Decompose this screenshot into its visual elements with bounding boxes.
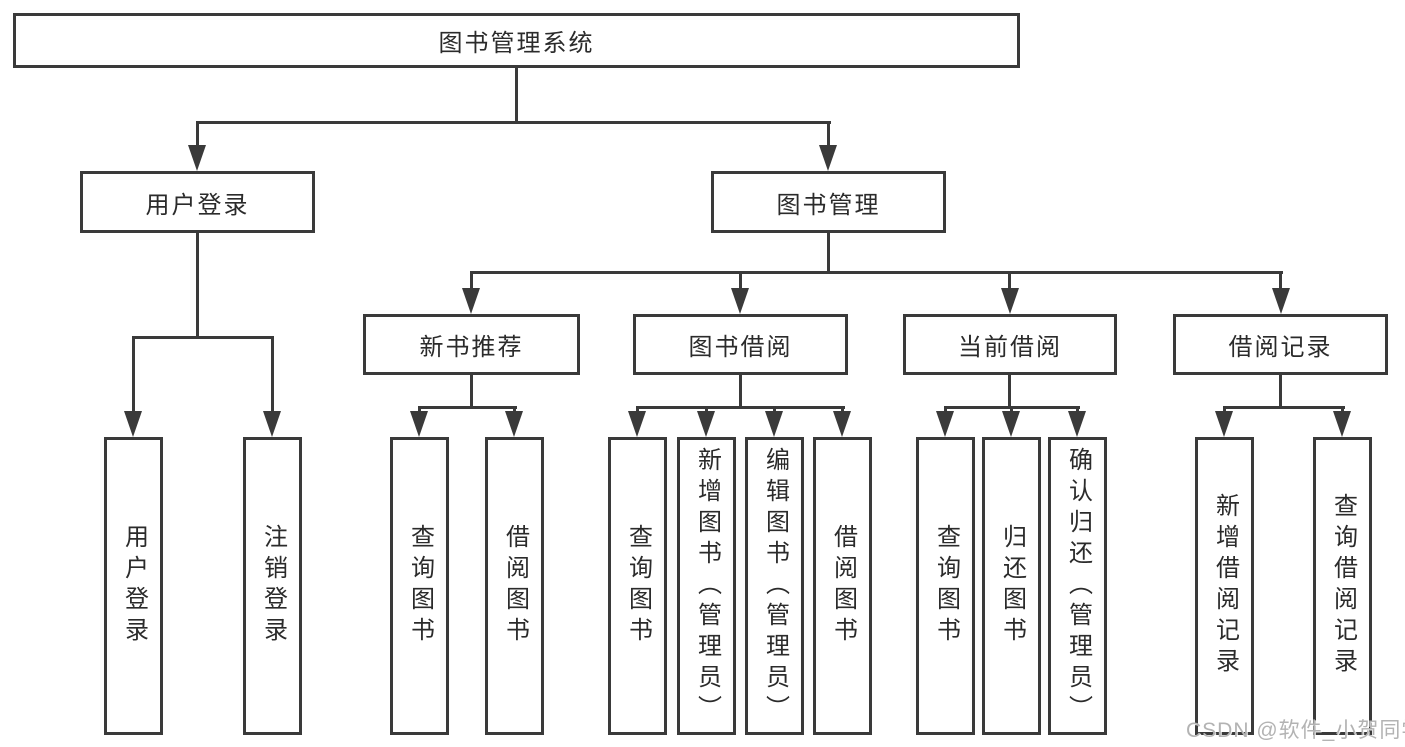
arrow-down-icon [1272, 288, 1290, 314]
leaf-records-add-label: 新增借阅记录 [1211, 493, 1239, 679]
node-book-borrow-label: 图书借阅 [688, 334, 793, 361]
connector-line [1341, 406, 1344, 414]
connector-line [827, 121, 830, 148]
leaf-records-add: 新增借阅记录 [1195, 437, 1254, 735]
leaf-newbooks-borrow: 借阅图书 [485, 437, 544, 735]
node-library-system: 图书管理系统 [13, 13, 1020, 68]
connector-line [1279, 375, 1282, 409]
node-new-book-recommend-label: 新书推荐 [419, 334, 524, 361]
connector-line [470, 271, 473, 291]
connector-line [196, 121, 199, 148]
arrow-down-icon [410, 411, 428, 437]
arrow-down-icon [731, 288, 749, 314]
connector-line [513, 406, 516, 414]
arrow-down-icon [1068, 411, 1086, 437]
arrow-down-icon [188, 145, 206, 171]
connector-line [739, 375, 742, 409]
leaf-newbooks-query: 查询图书 [390, 437, 449, 735]
connector-line [1223, 406, 1345, 409]
connector-line [1223, 406, 1226, 414]
leaf-current-confirm-admin-label: 确认归还（管理员） [1064, 446, 1092, 726]
leaf-borrow-query-label: 查询图书 [624, 524, 652, 648]
arrow-down-icon [505, 411, 523, 437]
node-user-login-label: 用户登录 [145, 191, 250, 219]
connector-line [636, 406, 845, 409]
leaf-borrow-edit-admin-label: 编辑图书（管理员） [761, 446, 789, 726]
connector-line [271, 336, 274, 414]
leaf-newbooks-query-label: 查询图书 [406, 524, 434, 648]
leaf-user-login-label: 用户登录 [120, 524, 148, 648]
arrow-down-icon [936, 411, 954, 437]
node-borrow-records-label: 借阅记录 [1228, 334, 1333, 361]
connector-line [470, 375, 473, 409]
leaf-logout: 注销登录 [243, 437, 302, 735]
node-book-management: 图书管理 [711, 171, 946, 233]
leaf-borrow-add-admin: 新增图书（管理员） [677, 437, 736, 735]
leaf-newbooks-borrow-label: 借阅图书 [501, 524, 529, 648]
node-current-borrow: 当前借阅 [903, 314, 1117, 375]
leaf-current-query-label: 查询图书 [932, 524, 960, 648]
csdn-watermark: CSDN @软件_小贺同学 [1186, 719, 1405, 742]
leaf-borrow-book: 借阅图书 [813, 437, 872, 735]
connector-line [1279, 271, 1282, 291]
connector-line [739, 271, 742, 291]
leaf-current-query: 查询图书 [916, 437, 975, 735]
arrow-down-icon [628, 411, 646, 437]
leaf-borrow-book-label: 借阅图书 [829, 524, 857, 648]
leaf-borrow-add-admin-label: 新增图书（管理员） [693, 446, 721, 726]
arrow-down-icon [765, 411, 783, 437]
leaf-records-query-label: 查询借阅记录 [1329, 493, 1357, 679]
leaf-current-confirm-admin: 确认归还（管理员） [1048, 437, 1107, 735]
node-user-login: 用户登录 [80, 171, 315, 233]
arrow-down-icon [124, 411, 142, 437]
arrow-down-icon [833, 411, 851, 437]
node-new-book-recommend: 新书推荐 [363, 314, 580, 375]
node-borrow-records: 借阅记录 [1173, 314, 1388, 375]
arrow-down-icon [1215, 411, 1233, 437]
leaf-borrow-query: 查询图书 [608, 437, 667, 735]
connector-line [418, 406, 421, 414]
leaf-logout-label: 注销登录 [259, 524, 287, 648]
node-current-borrow-label: 当前借阅 [958, 334, 1062, 361]
leaf-borrow-edit-admin: 编辑图书（管理员） [745, 437, 804, 735]
connector-line [132, 336, 274, 339]
connector-line [841, 406, 844, 414]
connector-line [132, 336, 135, 414]
connector-line [196, 121, 831, 124]
connector-line [1008, 271, 1011, 291]
connector-line [515, 68, 518, 124]
connector-line [705, 406, 708, 414]
connector-line [470, 271, 1283, 274]
connector-line [418, 406, 517, 409]
connector-line [773, 406, 776, 414]
connector-line [1010, 406, 1013, 414]
connector-line [944, 406, 947, 414]
arrow-down-icon [263, 411, 281, 437]
node-library-system-label: 图书管理系统 [438, 30, 595, 57]
leaf-user-login: 用户登录 [104, 437, 163, 735]
connector-line [827, 233, 830, 274]
leaf-records-query: 查询借阅记录 [1313, 437, 1372, 735]
node-book-borrow: 图书借阅 [633, 314, 848, 375]
arrow-down-icon [819, 145, 837, 171]
connector-line [196, 233, 199, 339]
node-book-management-label: 图书管理 [776, 191, 881, 219]
arrow-down-icon [462, 288, 480, 314]
connector-line [636, 406, 639, 414]
arrow-down-icon [1001, 288, 1019, 314]
arrow-down-icon [697, 411, 715, 437]
connector-line [1008, 375, 1011, 409]
leaf-current-return-label: 归还图书 [998, 524, 1026, 648]
connector-line [1076, 406, 1079, 414]
leaf-current-return: 归还图书 [982, 437, 1041, 735]
arrow-down-icon [1333, 411, 1351, 437]
arrow-down-icon [1002, 411, 1020, 437]
